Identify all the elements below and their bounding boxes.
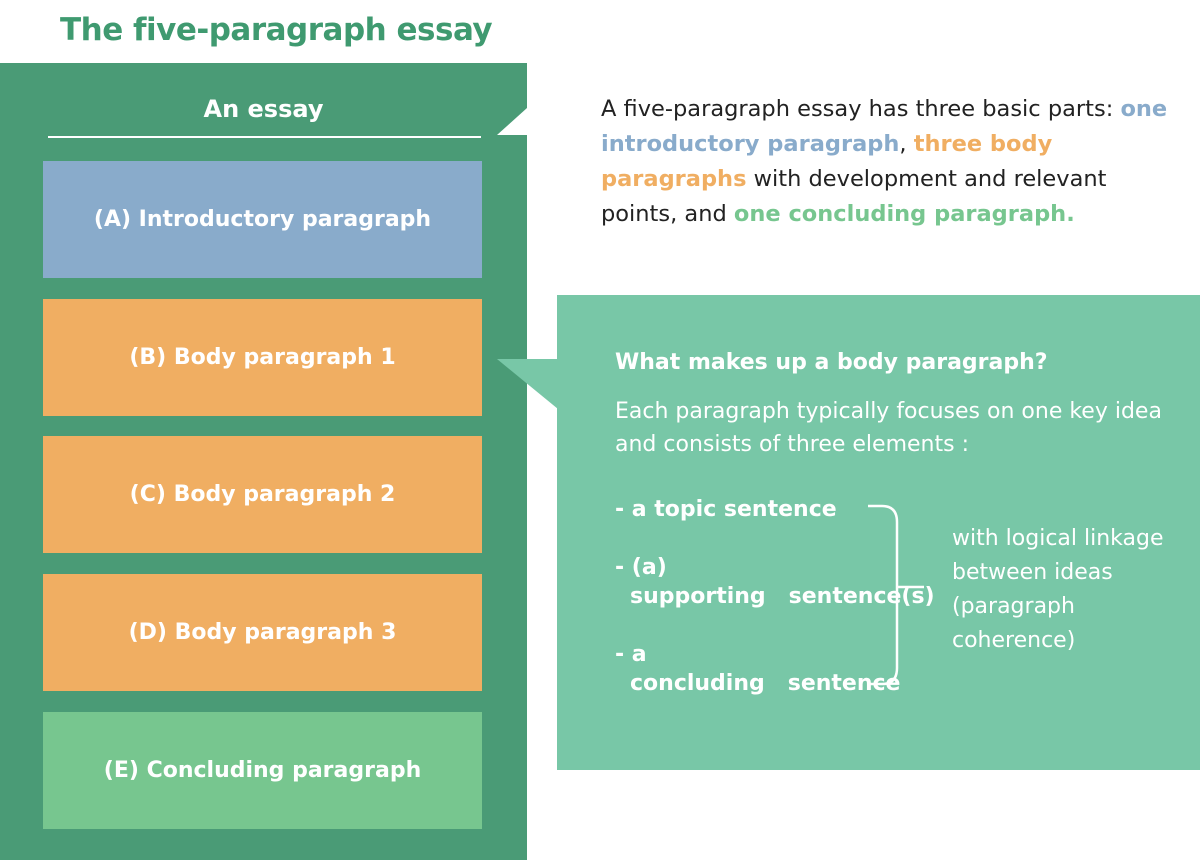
divider <box>48 136 481 138</box>
part-introductory: (A) Introductory paragraph <box>43 161 482 278</box>
callout-description: Each paragraph typically focuses on one … <box>615 399 1162 457</box>
part-concluding: (E) Concluding paragraph <box>43 712 482 829</box>
part-body-3: (D) Body paragraph 3 <box>43 574 482 691</box>
diagram-title: The five-paragraph essay <box>60 12 493 48</box>
part-body-1: (B) Body paragraph 1 <box>43 299 482 416</box>
part-body-2: (C) Body paragraph 2 <box>43 436 482 553</box>
callout-question: What makes up a body paragraph? <box>615 350 1048 375</box>
element-item: - a topic sentence <box>615 497 837 522</box>
brace-icon <box>868 504 924 686</box>
intro-text: A five-paragraph essay has three basic p… <box>601 96 1168 227</box>
element-item: - a concluding sentence <box>615 642 901 696</box>
body-callout <box>557 295 1200 770</box>
element-item: - (a) supporting sentence(s) <box>615 555 935 609</box>
essay-heading: An essay <box>203 95 324 123</box>
linkage-note: with logical linkage between ideas (para… <box>952 526 1164 653</box>
